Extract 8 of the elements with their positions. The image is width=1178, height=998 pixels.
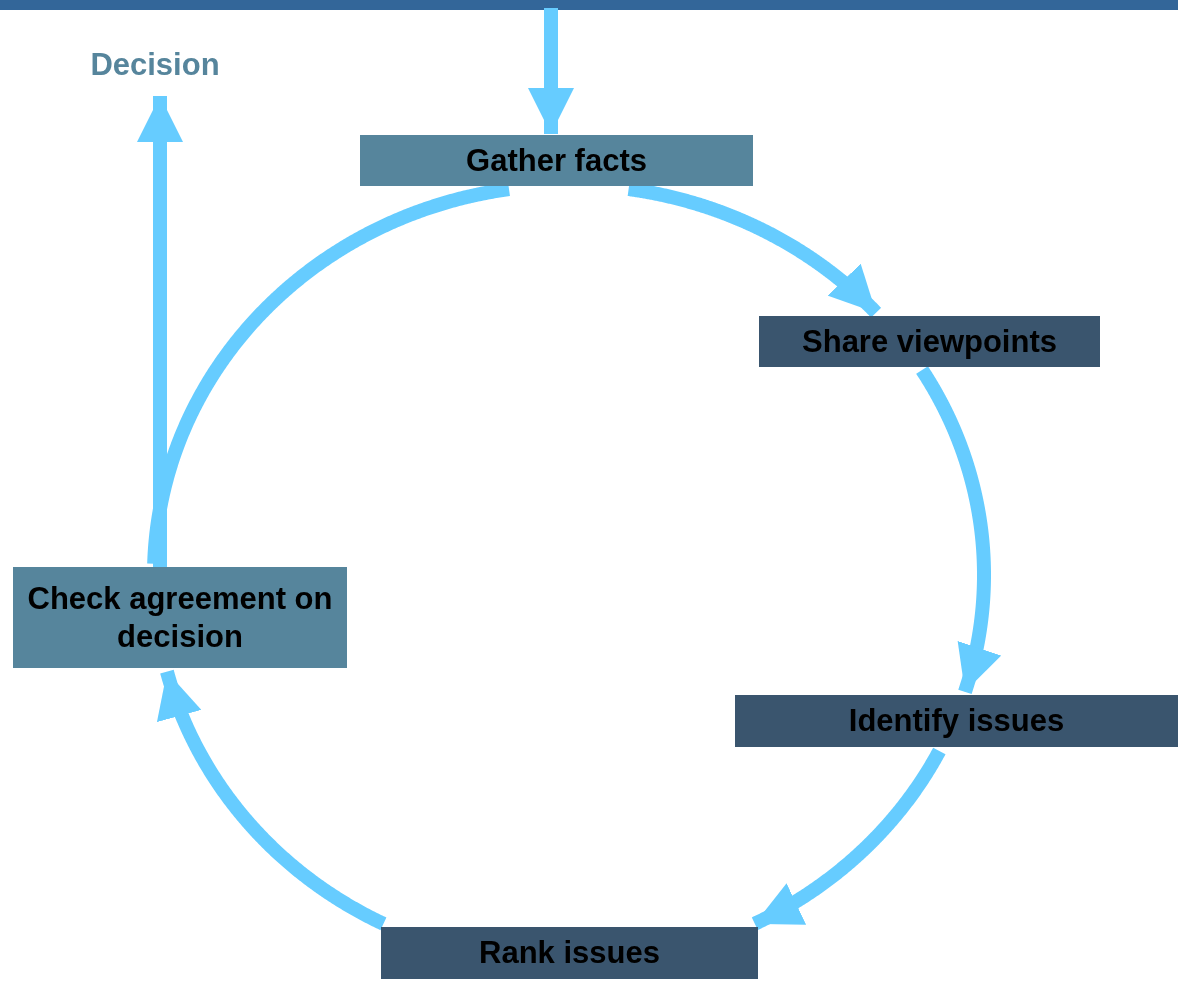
step-box: Rank issues (381, 927, 758, 979)
step-box: Check agreement on decision (13, 567, 347, 668)
arrow (528, 8, 574, 134)
decision-label: Decision (70, 42, 240, 88)
step-box: Identify issues (735, 695, 1178, 747)
step-box: Gather facts (360, 135, 753, 186)
step-box: Share viewpoints (759, 316, 1100, 367)
arrow (137, 96, 183, 567)
